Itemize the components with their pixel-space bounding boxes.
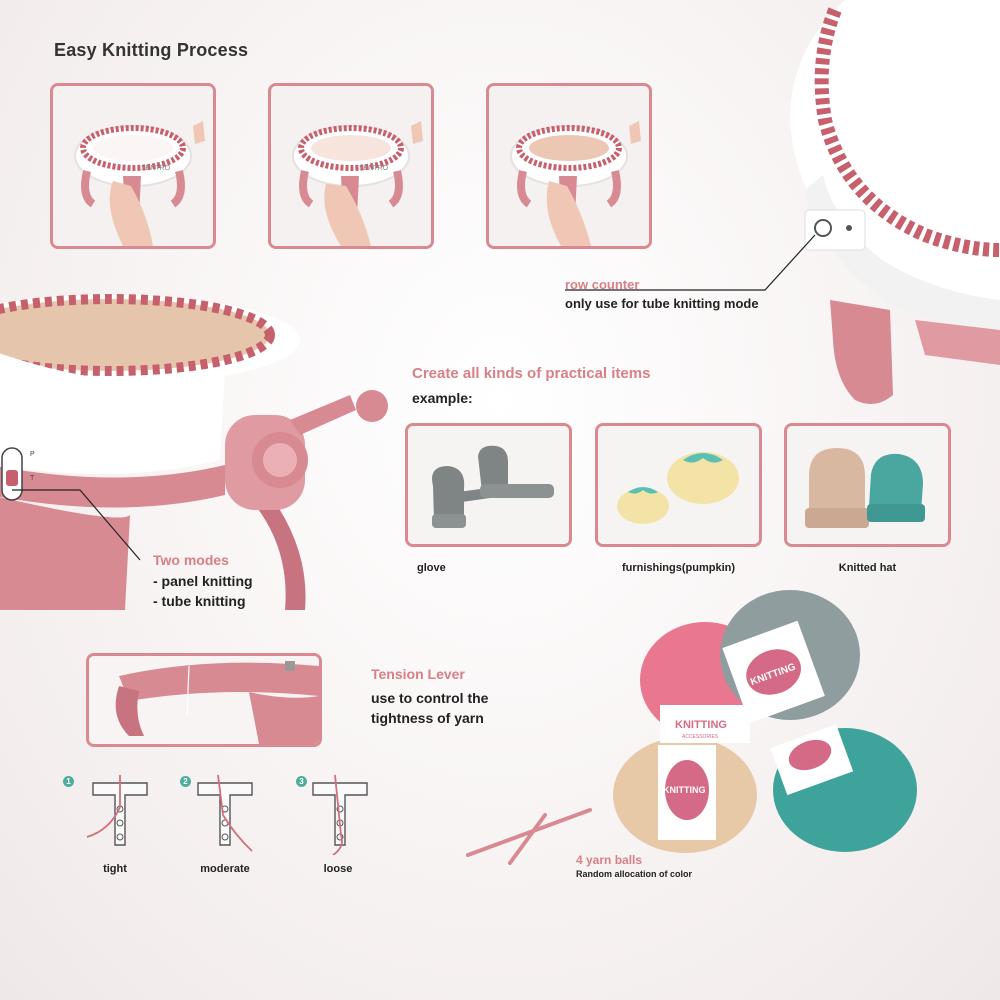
pumpkin-image — [598, 426, 759, 544]
example-pumpkin-frame — [595, 423, 762, 547]
yarn-label-sub: ACCESSORIES — [682, 734, 719, 740]
page-title: Easy Knitting Process — [54, 40, 249, 60]
hat-image — [787, 426, 948, 544]
yarn-label-text-2: KNITTING — [663, 785, 706, 795]
mode-item-panel: - panel knitting — [153, 573, 253, 589]
tension-loose-label: loose — [323, 863, 353, 875]
practical-heading: Create all kinds of practical items — [412, 365, 651, 382]
step-number-2: 2 — [180, 776, 191, 787]
yarn-label-text-3: KNITTING — [675, 719, 727, 731]
two-modes-callout-line — [12, 489, 141, 561]
mode-item-tube: - tube knitting — [153, 593, 246, 609]
tension-lever-frame — [86, 653, 322, 747]
tension-tight-icon — [86, 775, 148, 846]
tension-heading: Tension Lever — [371, 666, 465, 682]
tension-moderate-label: moderate — [200, 863, 250, 875]
tension-moderate-icon — [197, 775, 253, 852]
tension-line-2: tightness of yarn — [371, 710, 484, 726]
two-modes-list: - panel knitting - tube knitting — [153, 571, 253, 611]
example-hat-frame — [784, 423, 951, 547]
machine-closeup-image — [790, 0, 1000, 404]
knitting-machine-step-3-image — [489, 86, 649, 246]
hat-caption: Knitted hat — [838, 562, 897, 574]
two-modes-heading: Two modes — [153, 552, 229, 568]
row-counter-callout-line — [565, 234, 816, 291]
tension-loose-icon — [312, 775, 368, 855]
brand-text: SENTRO — [359, 165, 389, 172]
example-glove-frame — [405, 423, 572, 547]
tension-tight-label: tight — [103, 863, 127, 875]
example-label: example: — [412, 390, 473, 406]
row-counter-description: only use for tube knitting mode — [565, 296, 759, 311]
pumpkin-caption: furnishings(pumpkin) — [621, 562, 736, 574]
step-number-3: 3 — [296, 776, 307, 787]
row-counter-label: row counter — [565, 277, 640, 292]
yarn-heading: 4 yarn balls — [576, 853, 643, 867]
process-step-1: SENTRO — [50, 83, 216, 249]
process-step-2: SENTRO — [268, 83, 434, 249]
yarn-subtext: Random allocation of color — [576, 869, 693, 879]
knitting-machine-step-2-image: SENTRO — [271, 86, 431, 246]
machine-side-image: P T — [0, 294, 388, 610]
glove-caption: glove — [417, 562, 446, 574]
tension-lever-image — [89, 656, 319, 744]
switch-label-p: P — [30, 451, 35, 458]
tension-line-1: use to control the — [371, 690, 489, 706]
switch-label-t: T — [30, 475, 35, 482]
step-number-1: 1 — [63, 776, 74, 787]
knitting-machine-step-1-image: SENTRO — [53, 86, 213, 246]
brand-text: SENTRO — [141, 165, 171, 172]
glove-image — [408, 426, 569, 544]
yarn-balls-image: KNITTING KNITTING KNITTING ACCESSORIES — [466, 590, 917, 865]
process-step-3 — [486, 83, 652, 249]
